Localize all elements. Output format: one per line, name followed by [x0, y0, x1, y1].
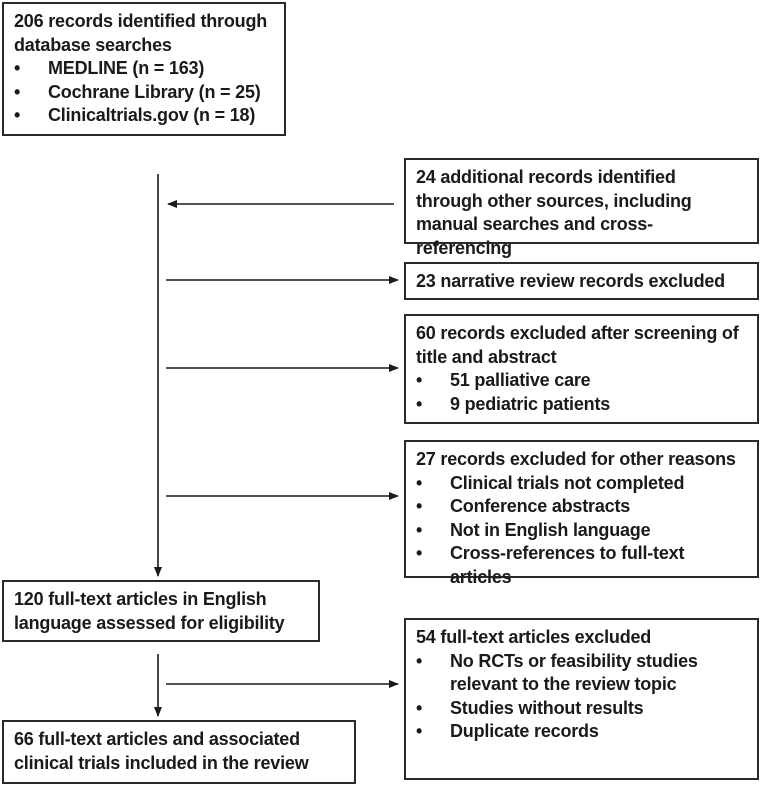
- bullet-list: Clinical trials not completed Conference…: [416, 472, 747, 590]
- box-title: 120 full-text articles in English langua…: [14, 589, 285, 633]
- bullet-list: 51 palliative care 9 pediatric patients: [416, 369, 747, 416]
- list-item: Clinical trials not completed: [416, 472, 747, 496]
- box-other-reasons-excluded: 27 records excluded for other reasons Cl…: [404, 440, 759, 587]
- list-item: Studies without results: [416, 697, 747, 721]
- list-item: Cross-references to full-text articles: [416, 542, 747, 589]
- list-item: Duplicate records: [416, 720, 747, 744]
- bullet-list: MEDLINE (n = 163) Cochrane Library (n = …: [14, 57, 274, 128]
- list-item: Conference abstracts: [416, 495, 747, 519]
- box-title: 206 records identified through database …: [14, 11, 268, 55]
- list-item: Cochrane Library (n = 25): [14, 81, 274, 105]
- bullet-list: No RCTs or feasibility studies relevant …: [416, 650, 747, 744]
- box-title: 27 records excluded for other reasons: [416, 449, 736, 469]
- list-item: Clinicaltrials.gov (n = 18): [14, 104, 274, 128]
- box-title: 23 narrative review records excluded: [416, 271, 725, 291]
- box-included: 66 full-text articles and associated cli…: [2, 720, 356, 784]
- box-additional-records: 24 additional records identified through…: [404, 158, 759, 258]
- list-item: Not in English language: [416, 519, 747, 543]
- list-item: No RCTs or feasibility studies relevant …: [416, 650, 747, 697]
- box-fulltext-assessed: 120 full-text articles in English langua…: [2, 580, 320, 642]
- box-database-searches: 206 records identified through database …: [2, 2, 286, 136]
- list-item: 9 pediatric patients: [416, 393, 747, 417]
- box-title: 54 full-text articles excluded: [416, 627, 652, 647]
- box-screening-excluded: 60 records excluded after screening of t…: [404, 314, 759, 424]
- box-narrative-excluded: 23 narrative review records excluded: [404, 262, 759, 300]
- box-fulltext-excluded: 54 full-text articles excluded No RCTs o…: [404, 618, 759, 780]
- box-title: 60 records excluded after screening of t…: [416, 323, 739, 367]
- list-item: MEDLINE (n = 163): [14, 57, 274, 81]
- list-item: 51 palliative care: [416, 369, 747, 393]
- box-title: 24 additional records identified through…: [416, 167, 692, 258]
- box-title: 66 full-text articles and associated cli…: [14, 729, 309, 773]
